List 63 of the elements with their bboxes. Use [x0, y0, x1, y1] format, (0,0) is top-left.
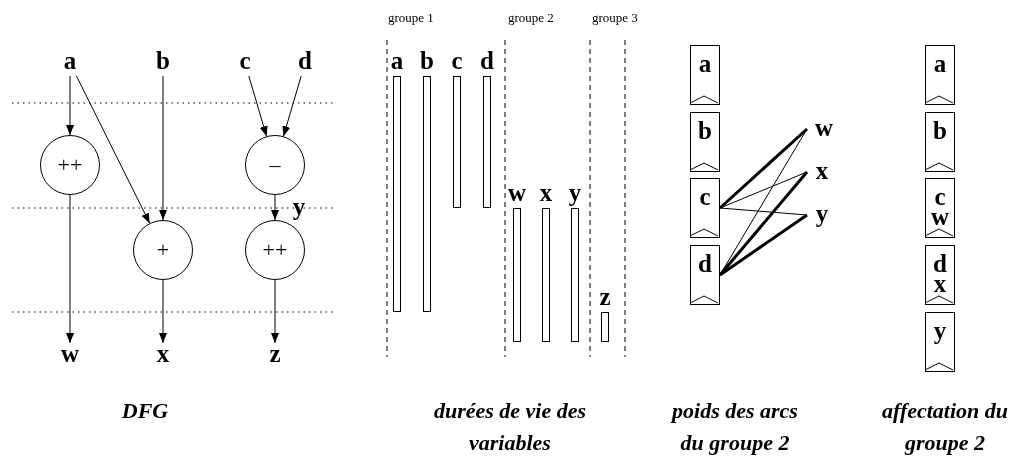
variable-label: z	[263, 343, 287, 369]
operator-circle: –	[245, 135, 305, 195]
variable-label: a	[58, 50, 82, 76]
register-box	[690, 178, 720, 238]
edge-line	[719, 207, 808, 216]
register-box	[925, 45, 955, 105]
variable-label: y	[567, 182, 583, 204]
register-box	[690, 45, 720, 105]
operator-circle: ++	[245, 220, 305, 280]
variable-label: c	[233, 50, 257, 76]
arrow	[66, 194, 74, 344]
group-label: groupe 3	[592, 10, 639, 26]
operator-circle: ++	[40, 135, 100, 195]
caption: affectation du groupe 2	[880, 397, 1010, 457]
variable-label: c	[699, 187, 711, 207]
arrow	[66, 75, 74, 136]
variable-label: a	[933, 54, 947, 74]
arrow	[271, 194, 279, 221]
variable-label: a	[698, 54, 712, 74]
operator-circle: +	[133, 220, 193, 280]
edge-line	[719, 127, 808, 210]
variable-label: x	[538, 182, 554, 204]
caption: DFG	[120, 397, 170, 425]
variable-label: d	[698, 254, 712, 274]
variable-label: w	[56, 343, 84, 369]
variable-label: b	[151, 50, 175, 76]
register-box	[925, 112, 955, 172]
variable-label: w	[506, 182, 528, 204]
edge-line	[718, 171, 809, 276]
variable-label: c	[450, 50, 464, 72]
arrow	[159, 75, 167, 221]
variable-label: w	[810, 117, 838, 141]
arrow	[248, 75, 268, 137]
register-box	[690, 245, 720, 305]
variable-label: z	[598, 286, 612, 308]
variable-label: d	[479, 50, 495, 72]
arrow	[271, 279, 279, 344]
edge-label: y	[291, 196, 307, 218]
variable-label: b	[698, 121, 712, 141]
edge-line	[719, 171, 808, 209]
register-box	[925, 245, 955, 305]
arrow	[159, 279, 167, 344]
variable-label: x	[151, 343, 175, 369]
arrow	[75, 75, 151, 224]
group-label: groupe 2	[508, 10, 555, 26]
variable-label: b	[933, 121, 947, 141]
variable-label: d	[293, 50, 317, 76]
arrow	[282, 75, 302, 137]
edge-line	[719, 213, 808, 277]
register-box	[690, 112, 720, 172]
variable-label: y	[810, 203, 834, 227]
variable-label: x	[810, 160, 834, 184]
variable-label: x	[933, 274, 947, 294]
variable-label: d	[933, 254, 947, 274]
variable-label: w	[930, 207, 950, 227]
variable-label: b	[419, 50, 435, 72]
group-label: groupe 1	[388, 10, 435, 26]
variable-label: c	[934, 187, 946, 207]
variable-label: a	[389, 50, 405, 72]
register-box	[925, 312, 955, 372]
caption: poids des arcs du groupe 2	[669, 397, 799, 457]
caption: durées de vie des variables	[432, 397, 588, 457]
register-box	[925, 178, 955, 238]
